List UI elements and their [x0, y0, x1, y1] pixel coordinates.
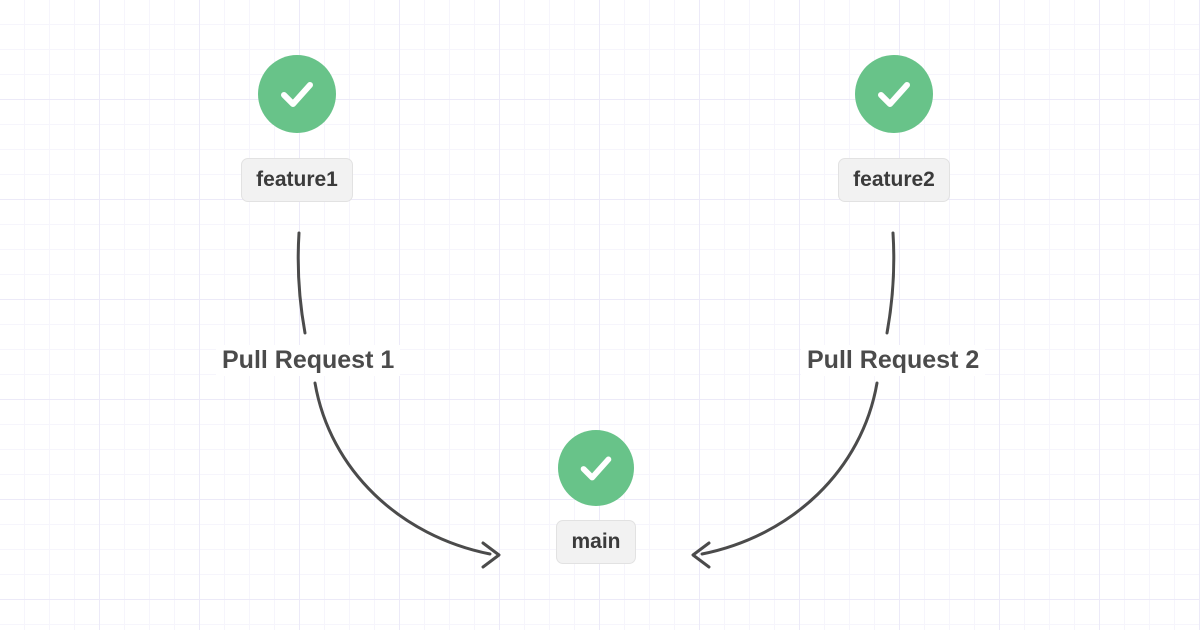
branch-chip-main[interactable]: main	[556, 520, 636, 564]
branch-chip-feature2[interactable]: feature2	[838, 158, 950, 202]
check-circle-icon	[558, 430, 634, 506]
branch-chip-feature1[interactable]: feature1	[241, 158, 353, 202]
arrow-right-icon	[481, 541, 501, 569]
edge-label-pull-request-2: Pull Request 2	[801, 345, 986, 376]
check-circle-icon	[855, 55, 933, 133]
edge-feature1-upper	[296, 231, 307, 335]
check-mark-icon	[580, 456, 612, 481]
check-circle-icon	[258, 55, 336, 133]
edge-feature2-upper	[885, 231, 896, 335]
edge-feature1-lower	[313, 381, 492, 556]
check-mark-icon	[281, 82, 313, 107]
node-main[interactable]: main	[546, 430, 646, 564]
arrow-left-icon	[691, 541, 711, 569]
check-mark-icon	[878, 82, 910, 107]
node-feature1[interactable]: feature1	[241, 55, 353, 202]
edge-feature2-lower	[700, 381, 879, 556]
node-feature2[interactable]: feature2	[838, 55, 950, 202]
edge-label-pull-request-1: Pull Request 1	[216, 345, 401, 376]
